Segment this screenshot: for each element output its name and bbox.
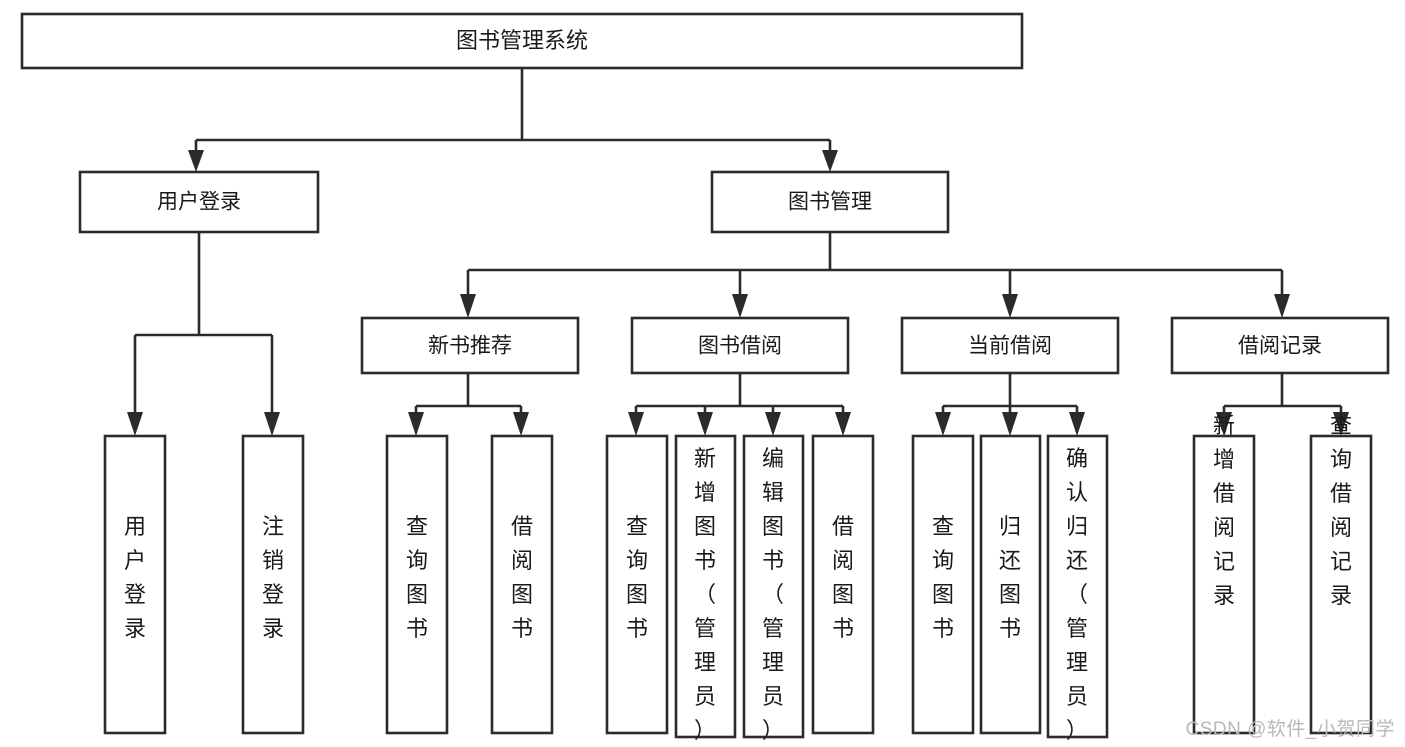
arrow-head-new-book-rec bbox=[460, 294, 476, 318]
arrow-head-book-borrow bbox=[732, 294, 748, 318]
node-root[interactable]: 图书管理系统 bbox=[20, 12, 1024, 70]
node-leaf-add-record-label: 新增借阅记录 bbox=[1213, 413, 1235, 608]
node-user-login-box[interactable] bbox=[78, 170, 320, 234]
node-borrow-record-box[interactable] bbox=[1170, 316, 1390, 375]
node-leaf-query-book-1[interactable]: 查询图书 bbox=[385, 434, 449, 735]
arrow-head-leaf-query-book-2 bbox=[628, 412, 644, 436]
node-leaf-add-book-box[interactable] bbox=[674, 434, 737, 739]
node-leaf-confirm-return[interactable]: 确认归还（管理员） bbox=[1046, 434, 1109, 743]
arrow-head-leaf-edit-book bbox=[765, 412, 781, 436]
node-leaf-borrow-book-2[interactable]: 借阅图书 bbox=[811, 434, 875, 735]
arrow-head-user-login bbox=[188, 150, 204, 172]
node-leaf-return-book-box[interactable] bbox=[979, 434, 1042, 735]
node-leaf-query-record-label: 查询借阅记录 bbox=[1330, 413, 1352, 608]
node-leaf-user-logout[interactable]: 注销登录 bbox=[241, 434, 305, 735]
arrow-head-leaf-query-record bbox=[1333, 412, 1349, 436]
node-user-login[interactable]: 用户登录 bbox=[78, 170, 320, 234]
node-leaf-query-book-3-label: 查询图书 bbox=[932, 514, 954, 641]
node-book-manage-label: 图书管理 bbox=[788, 191, 872, 214]
arrow-head-leaf-user-login bbox=[127, 412, 143, 436]
arrow-head-leaf-add-book bbox=[697, 412, 713, 436]
node-leaf-user-login-box[interactable] bbox=[103, 434, 167, 735]
arrow-head-current-borrow bbox=[1002, 294, 1018, 318]
node-book-borrow-box[interactable] bbox=[630, 316, 850, 375]
node-current-borrow-box[interactable] bbox=[900, 316, 1120, 375]
node-leaf-add-book[interactable]: 新增图书（管理员） bbox=[674, 434, 737, 743]
node-leaf-query-book-2-label: 查询图书 bbox=[626, 514, 648, 641]
arrow-head-leaf-borrow-book-2 bbox=[835, 412, 851, 436]
arrow-head-leaf-borrow-book-1 bbox=[513, 412, 529, 436]
node-leaf-borrow-book-1-label: 借阅图书 bbox=[511, 514, 533, 641]
node-leaf-query-record-box[interactable] bbox=[1309, 434, 1373, 735]
connector-layer bbox=[127, 68, 1349, 436]
node-leaf-add-record[interactable]: 新增借阅记录 bbox=[1192, 413, 1256, 735]
node-borrow-record[interactable]: 借阅记录 bbox=[1170, 316, 1390, 375]
node-borrow-record-label: 借阅记录 bbox=[1238, 335, 1322, 358]
node-current-borrow-label: 当前借阅 bbox=[968, 335, 1052, 358]
node-new-book-rec-label: 新书推荐 bbox=[428, 335, 512, 358]
node-leaf-borrow-book-2-box[interactable] bbox=[811, 434, 875, 735]
arrow-head-leaf-add-record bbox=[1216, 412, 1232, 436]
node-leaf-confirm-return-box[interactable] bbox=[1046, 434, 1109, 739]
node-current-borrow[interactable]: 当前借阅 bbox=[900, 316, 1120, 375]
node-leaf-edit-book-label: 编辑图书（管理员） bbox=[762, 446, 784, 743]
node-leaf-borrow-book-1[interactable]: 借阅图书 bbox=[490, 434, 554, 735]
node-root-box[interactable] bbox=[20, 12, 1024, 70]
node-leaf-query-book-2-box[interactable] bbox=[605, 434, 669, 735]
node-leaf-user-logout-label: 注销登录 bbox=[262, 514, 284, 641]
arrow-head-leaf-confirm-return bbox=[1069, 412, 1085, 436]
node-leaf-return-book[interactable]: 归还图书 bbox=[979, 434, 1042, 735]
node-new-book-rec-box[interactable] bbox=[360, 316, 580, 375]
node-leaf-query-book-2[interactable]: 查询图书 bbox=[605, 434, 669, 735]
node-leaf-user-login[interactable]: 用户登录 bbox=[103, 434, 167, 735]
node-user-login-label: 用户登录 bbox=[157, 191, 241, 214]
node-leaf-borrow-book-2-label: 借阅图书 bbox=[832, 514, 854, 641]
arrow-head-leaf-return-book bbox=[1002, 412, 1018, 436]
arrow-head-book-manage bbox=[822, 150, 838, 172]
node-book-borrow-label: 图书借阅 bbox=[698, 335, 782, 358]
node-book-manage[interactable]: 图书管理 bbox=[710, 170, 950, 234]
node-leaf-borrow-book-1-box[interactable] bbox=[490, 434, 554, 735]
node-leaf-confirm-return-label: 确认归还（管理员） bbox=[1066, 446, 1088, 743]
node-leaf-query-book-3[interactable]: 查询图书 bbox=[911, 434, 975, 735]
node-new-book-rec[interactable]: 新书推荐 bbox=[360, 316, 580, 375]
node-leaf-add-record-box[interactable] bbox=[1192, 434, 1256, 735]
node-leaf-query-book-1-box[interactable] bbox=[385, 434, 449, 735]
node-leaf-query-book-1-label: 查询图书 bbox=[406, 514, 428, 641]
arrow-head-leaf-query-book-3 bbox=[935, 412, 951, 436]
node-leaf-query-book-3-box[interactable] bbox=[911, 434, 975, 735]
node-leaf-add-book-label: 新增图书（管理员） bbox=[694, 446, 716, 743]
node-book-manage-box[interactable] bbox=[710, 170, 950, 234]
node-leaf-user-logout-box[interactable] bbox=[241, 434, 305, 735]
node-leaf-user-login-label: 用户登录 bbox=[124, 514, 146, 641]
node-root-label: 图书管理系统 bbox=[456, 28, 588, 53]
node-leaf-edit-book[interactable]: 编辑图书（管理员） bbox=[742, 434, 805, 743]
arrow-head-borrow-record bbox=[1274, 294, 1290, 318]
node-leaf-query-record[interactable]: 查询借阅记录 bbox=[1309, 413, 1373, 735]
arrow-head-leaf-user-logout bbox=[264, 412, 280, 436]
node-leaf-return-book-label: 归还图书 bbox=[999, 514, 1021, 641]
node-book-borrow[interactable]: 图书借阅 bbox=[630, 316, 850, 375]
arrow-head-leaf-query-book-1 bbox=[408, 412, 424, 436]
node-leaf-edit-book-box[interactable] bbox=[742, 434, 805, 739]
